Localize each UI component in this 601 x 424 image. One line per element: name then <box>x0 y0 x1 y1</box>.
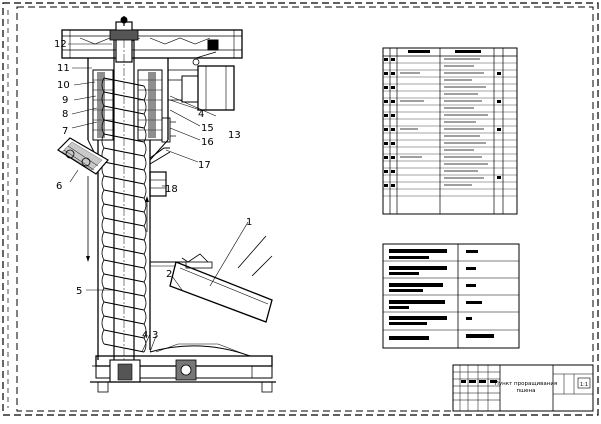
auger-screw <box>103 77 145 353</box>
callout-2: 2 <box>166 269 172 280</box>
inner-frame <box>16 6 594 412</box>
inclined-trough <box>150 253 273 323</box>
callout-5: 5 <box>76 286 82 297</box>
callout-4-upper: 4 <box>198 109 204 120</box>
unit-18 <box>149 171 167 197</box>
callout-16: 16 <box>201 137 214 148</box>
loading-hopper <box>57 137 109 175</box>
top-lid <box>61 29 243 59</box>
callout-6: 6 <box>56 181 62 192</box>
callouts: 12 11 10 9 8 7 6 5 4 13 15 16 17 18 1 2 … <box>54 39 252 341</box>
sheet-number: 1:1 <box>580 382 588 388</box>
title-line-2: пшена <box>517 388 536 394</box>
callout-12: 12 <box>54 39 67 50</box>
motor <box>197 65 235 111</box>
machine-base <box>90 343 276 393</box>
outer-frame <box>2 2 599 416</box>
callout-13: 13 <box>228 130 241 141</box>
callout-15: 15 <box>201 123 214 134</box>
auger-machine-view <box>57 16 276 393</box>
callout-10: 10 <box>57 80 70 91</box>
callout-9: 9 <box>62 95 68 106</box>
title-block <box>452 364 594 412</box>
title-line-1: Пункт проращивания <box>495 381 557 387</box>
chamber-left <box>92 69 114 141</box>
callout-4-lower: 4 <box>142 330 148 341</box>
parts-list-table <box>382 47 518 215</box>
callout-18: 18 <box>165 184 178 195</box>
callout-3: 3 <box>152 330 158 341</box>
callout-17: 17 <box>198 160 211 171</box>
callout-7: 7 <box>62 126 68 137</box>
specs-table <box>382 243 520 349</box>
callout-1: 1 <box>246 217 252 228</box>
callout-11: 11 <box>57 63 70 74</box>
callout-8: 8 <box>62 109 68 120</box>
